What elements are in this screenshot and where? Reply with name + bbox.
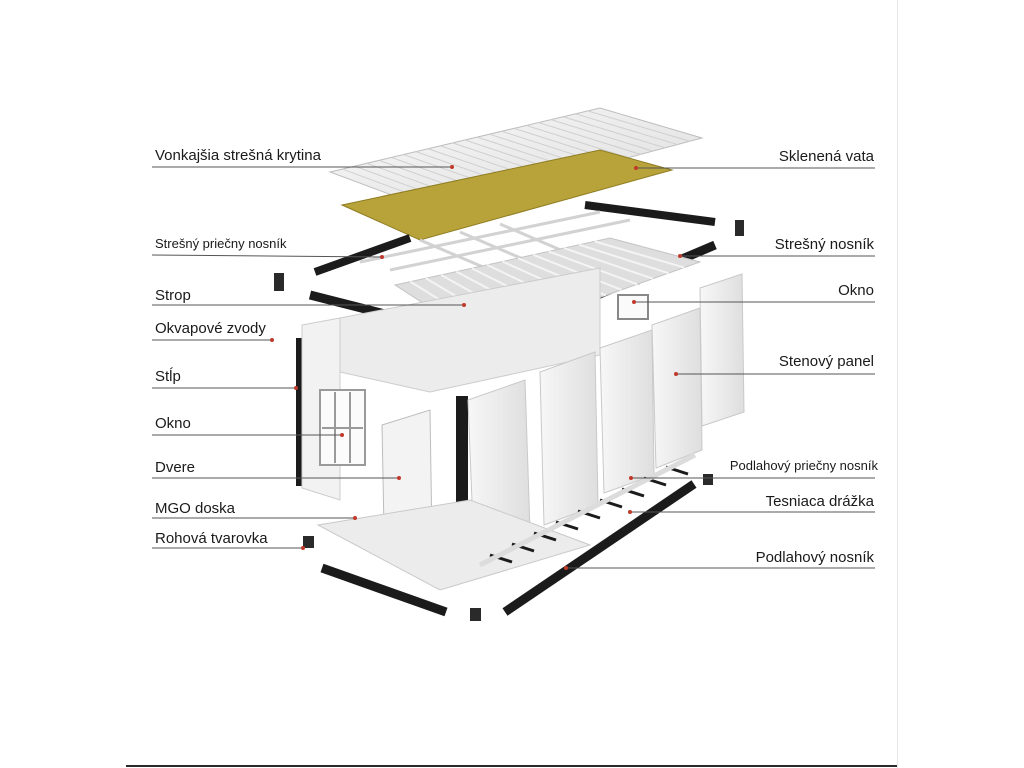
label-outer-roof-cover: Vonkajšia strešná krytina xyxy=(155,147,321,164)
label-roof-cross-beam: Strešný priečny nosník xyxy=(155,236,287,251)
leader-dot xyxy=(450,165,454,169)
leader-line xyxy=(151,254,383,258)
window-left xyxy=(319,389,366,466)
label-floor-beam: Podlahový nosník xyxy=(755,549,874,566)
leader-dot xyxy=(629,476,633,480)
label-sealing-groove: Tesniaca drážka xyxy=(765,493,874,510)
leader-dot xyxy=(301,546,305,550)
label-roof-beam: Strešný nosník xyxy=(774,236,874,253)
leader-lines xyxy=(151,165,875,570)
page-edge-bottom xyxy=(126,765,897,767)
ceiling-slat xyxy=(594,240,685,269)
wall-panel xyxy=(599,329,655,494)
roof-rib xyxy=(587,110,690,142)
wall-panel xyxy=(539,351,599,526)
label-window-left: Okno xyxy=(155,415,191,432)
leader-dot xyxy=(634,166,638,170)
label-ceiling: Strop xyxy=(155,287,191,304)
window-right xyxy=(617,294,649,320)
floor-assembly xyxy=(303,452,713,621)
label-glass-wool: Sklenená vata xyxy=(778,148,874,165)
ceiling-slat xyxy=(578,243,669,275)
leader-dot xyxy=(270,338,274,342)
wall-panel xyxy=(699,273,745,427)
roof-rib xyxy=(550,119,654,152)
roof-rib xyxy=(526,124,629,159)
label-mgo-board: MGO doska xyxy=(155,500,236,517)
wall-panel xyxy=(651,307,703,469)
leader-dot xyxy=(294,386,298,390)
label-corner-fitting: Rohová tvarovka xyxy=(155,530,268,547)
label-door: Dvere xyxy=(155,459,196,476)
roof-rib xyxy=(538,122,641,155)
label-window-right: Okno xyxy=(838,282,874,299)
label-gutters: Okvapové zvody xyxy=(155,320,266,337)
leader-dot xyxy=(340,433,344,437)
label-column: Stĺp xyxy=(155,368,181,385)
label-wall-panel: Stenový panel xyxy=(778,353,874,370)
ceiling-slat xyxy=(548,250,638,286)
glass-wool-insulation xyxy=(340,149,674,241)
leader-dot xyxy=(462,303,466,307)
leader-dot xyxy=(628,510,632,514)
ceiling-slat xyxy=(563,247,654,280)
label-floor-cross-beam: Podlahový priečny nosník xyxy=(729,458,878,473)
roof-rib xyxy=(575,113,678,146)
leader-dot xyxy=(564,566,568,570)
leader-dot xyxy=(632,300,636,304)
leader-dot xyxy=(380,255,384,259)
roof-rib xyxy=(563,116,666,149)
leader-dot xyxy=(397,476,401,480)
leader-dot xyxy=(678,254,682,258)
leader-dot xyxy=(674,372,678,376)
leader-dot xyxy=(353,516,357,520)
page-edge-right xyxy=(897,0,898,768)
